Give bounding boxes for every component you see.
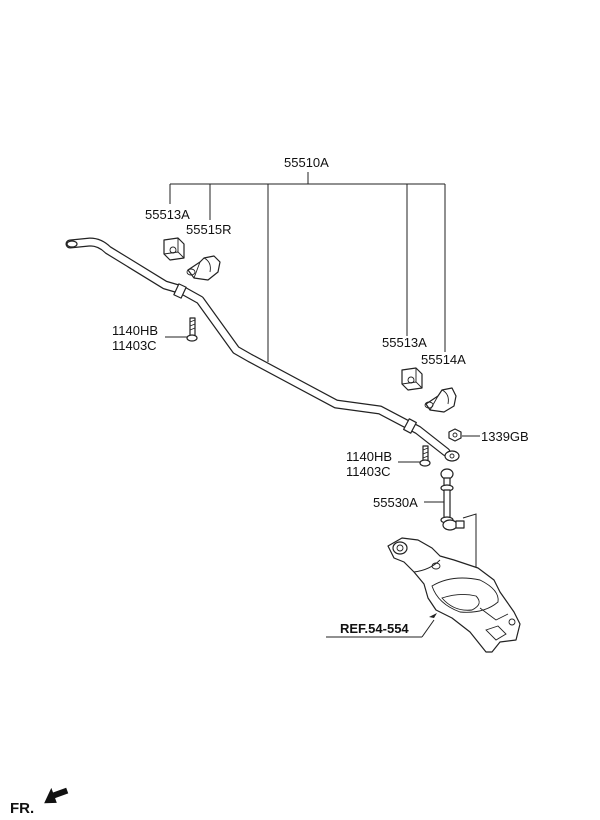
label-bolt-left-b: 11403C xyxy=(112,338,157,353)
label-reference: REF.54-554 xyxy=(340,621,409,636)
bushing-left xyxy=(163,237,185,261)
bracket-right xyxy=(424,387,457,413)
label-bracket-right: 55514A xyxy=(421,352,466,367)
assembly-leader-lines xyxy=(169,172,446,362)
bolt-left xyxy=(165,317,198,342)
stabilizer-link xyxy=(424,468,465,531)
front-marker-label: FR. xyxy=(10,800,34,817)
label-bracket-left: 55515R xyxy=(186,222,232,237)
reference-leader xyxy=(326,613,437,638)
label-bolt-left-a: 1140HB xyxy=(112,323,158,338)
label-bushing-right: 55513A xyxy=(382,335,427,350)
lower-control-arm xyxy=(387,537,521,653)
label-bolt-link-a: 1140HB xyxy=(346,449,392,464)
bolt-link xyxy=(398,445,431,467)
label-assembly: 55510A xyxy=(284,155,329,170)
bracket-left xyxy=(186,255,221,281)
label-bushing-left: 55513A xyxy=(145,207,190,222)
arrow-left-icon xyxy=(44,787,69,804)
nut xyxy=(448,428,480,442)
label-bolt-link-b: 11403C xyxy=(346,464,391,479)
stabilizer-bar xyxy=(65,237,460,462)
bushing-right xyxy=(401,367,423,391)
label-link: 55530A xyxy=(373,495,418,510)
label-nut: 1339GB xyxy=(481,429,529,444)
